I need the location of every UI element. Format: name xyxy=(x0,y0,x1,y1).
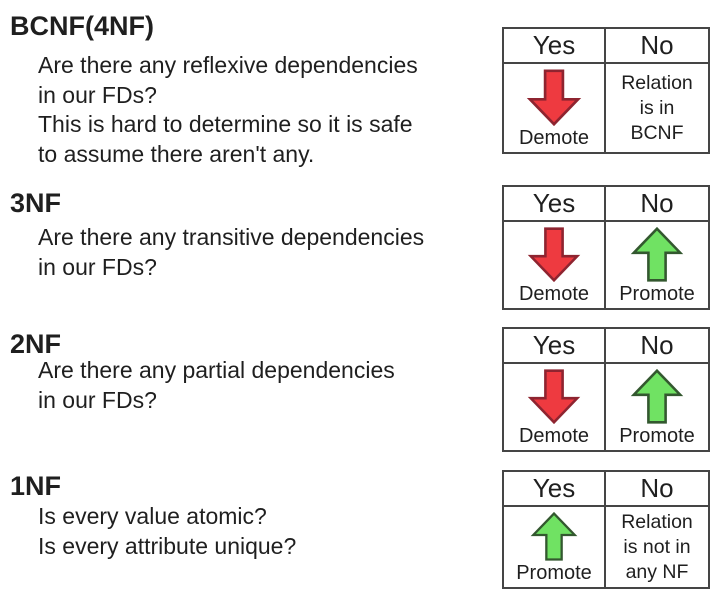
result-line: is in xyxy=(639,96,675,119)
no-column-header: No xyxy=(606,472,708,507)
no-column-header: No xyxy=(606,329,708,364)
red-down-arrow-icon xyxy=(527,227,581,282)
2nf-heading: 2NF xyxy=(10,329,62,359)
result-line: Relation xyxy=(621,71,693,94)
section-1nf: 1NF Is every value atomic? Is every attr… xyxy=(0,468,720,593)
red-down-arrow-icon xyxy=(526,69,582,126)
promote-label: Promote xyxy=(516,562,592,584)
yes-column-header: Yes xyxy=(504,29,606,64)
result-line: any NF xyxy=(625,560,689,583)
question-line: Are there any transitive dependencies xyxy=(38,224,425,250)
question-line: Are there any partial dependencies xyxy=(38,357,395,383)
3nf-yes-cell: Demote xyxy=(504,222,606,308)
2nf-yes-cell: Demote xyxy=(504,364,606,450)
question-line: to assume there aren't any. xyxy=(38,140,315,167)
bcnf-heading: BCNF(4NF) xyxy=(10,11,154,41)
result-line: is not in xyxy=(623,535,691,558)
section-bcnf: BCNF(4NF) Are there any reflexive depend… xyxy=(0,10,720,170)
no-column-header: No xyxy=(606,29,708,64)
question-line: This is hard to determine so it is safe xyxy=(38,111,413,137)
2nf-no-cell: Promote xyxy=(606,364,708,450)
demote-label: Demote xyxy=(518,425,590,447)
question-line: in our FDs? xyxy=(38,386,157,413)
question-line: Are there any reflexive dependencies xyxy=(38,52,418,78)
result-line: BCNF xyxy=(630,121,684,144)
bcnf-question-text: Are there any reflexive dependencies in … xyxy=(38,51,418,169)
2nf-decision-table: Yes No Demote Promote xyxy=(502,327,710,452)
green-up-arrow-icon xyxy=(630,369,684,424)
question-line: in our FDs? xyxy=(38,81,157,108)
section-3nf: 3NF Are there any transitive dependencie… xyxy=(0,185,720,315)
3nf-heading: 3NF xyxy=(10,188,62,218)
yes-column-header: Yes xyxy=(504,472,606,507)
1nf-yes-cell: Promote xyxy=(504,507,606,587)
section-2nf: 2NF Are there any partial dependencies i… xyxy=(0,326,720,456)
1nf-decision-table: Yes No Promote Relation is not in any NF xyxy=(502,470,710,589)
2nf-question-text: Are there any partial dependencies in ou… xyxy=(38,356,395,415)
green-up-arrow-icon xyxy=(530,512,578,561)
question-line: in our FDs? xyxy=(38,253,157,280)
green-up-arrow-icon xyxy=(630,227,684,282)
question-line: Is every attribute unique? xyxy=(38,532,297,559)
demote-label: Demote xyxy=(518,283,590,305)
3nf-no-cell: Promote xyxy=(606,222,708,308)
1nf-question-text: Is every value atomic? Is every attribut… xyxy=(38,502,296,561)
1nf-heading: 1NF xyxy=(10,471,62,501)
bcnf-yes-cell: Demote xyxy=(504,64,606,152)
yes-column-header: Yes xyxy=(504,329,606,364)
3nf-decision-table: Yes No Demote Promote xyxy=(502,185,710,310)
promote-label: Promote xyxy=(619,283,695,305)
promote-label: Promote xyxy=(619,425,695,447)
question-line: Is every value atomic? xyxy=(38,503,267,529)
demote-label: Demote xyxy=(518,127,590,149)
no-column-header: No xyxy=(606,187,708,222)
red-down-arrow-icon xyxy=(527,369,581,424)
1nf-no-cell: Relation is not in any NF xyxy=(606,507,708,587)
3nf-question-text: Are there any transitive dependencies in… xyxy=(38,223,424,282)
result-line: Relation xyxy=(621,510,693,533)
bcnf-no-cell: Relation is in BCNF xyxy=(606,64,708,152)
yes-column-header: Yes xyxy=(504,187,606,222)
bcnf-decision-table: Yes No Demote Relation is in BCNF xyxy=(502,27,710,154)
